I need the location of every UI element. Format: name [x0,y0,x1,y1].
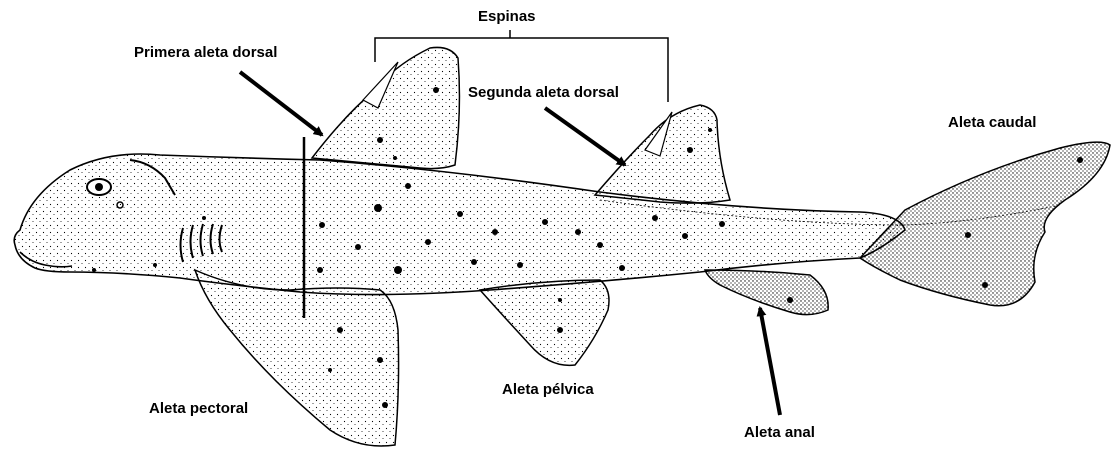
anal-fin [705,270,828,315]
first-dorsal-fin [312,47,459,168]
second-dorsal-fin [595,105,730,203]
label-primera-aleta-dorsal: Primera aleta dorsal [134,44,277,61]
pupil [95,183,103,191]
label-aleta-caudal: Aleta caudal [948,114,1036,131]
label-segunda-aleta-dorsal: Segunda aleta dorsal [468,84,619,101]
label-aleta-anal: Aleta anal [744,424,815,441]
label-espinas: Espinas [478,8,536,25]
label-aleta-pelvica: Aleta pélvica [502,381,594,398]
second-dorsal-arrow [545,108,625,165]
label-aleta-pectoral: Aleta pectoral [149,400,248,417]
pelvic-fin [480,280,609,365]
first-dorsal-arrow [240,72,322,135]
pectoral-fin [195,270,399,446]
anal-fin-arrow [760,308,780,415]
